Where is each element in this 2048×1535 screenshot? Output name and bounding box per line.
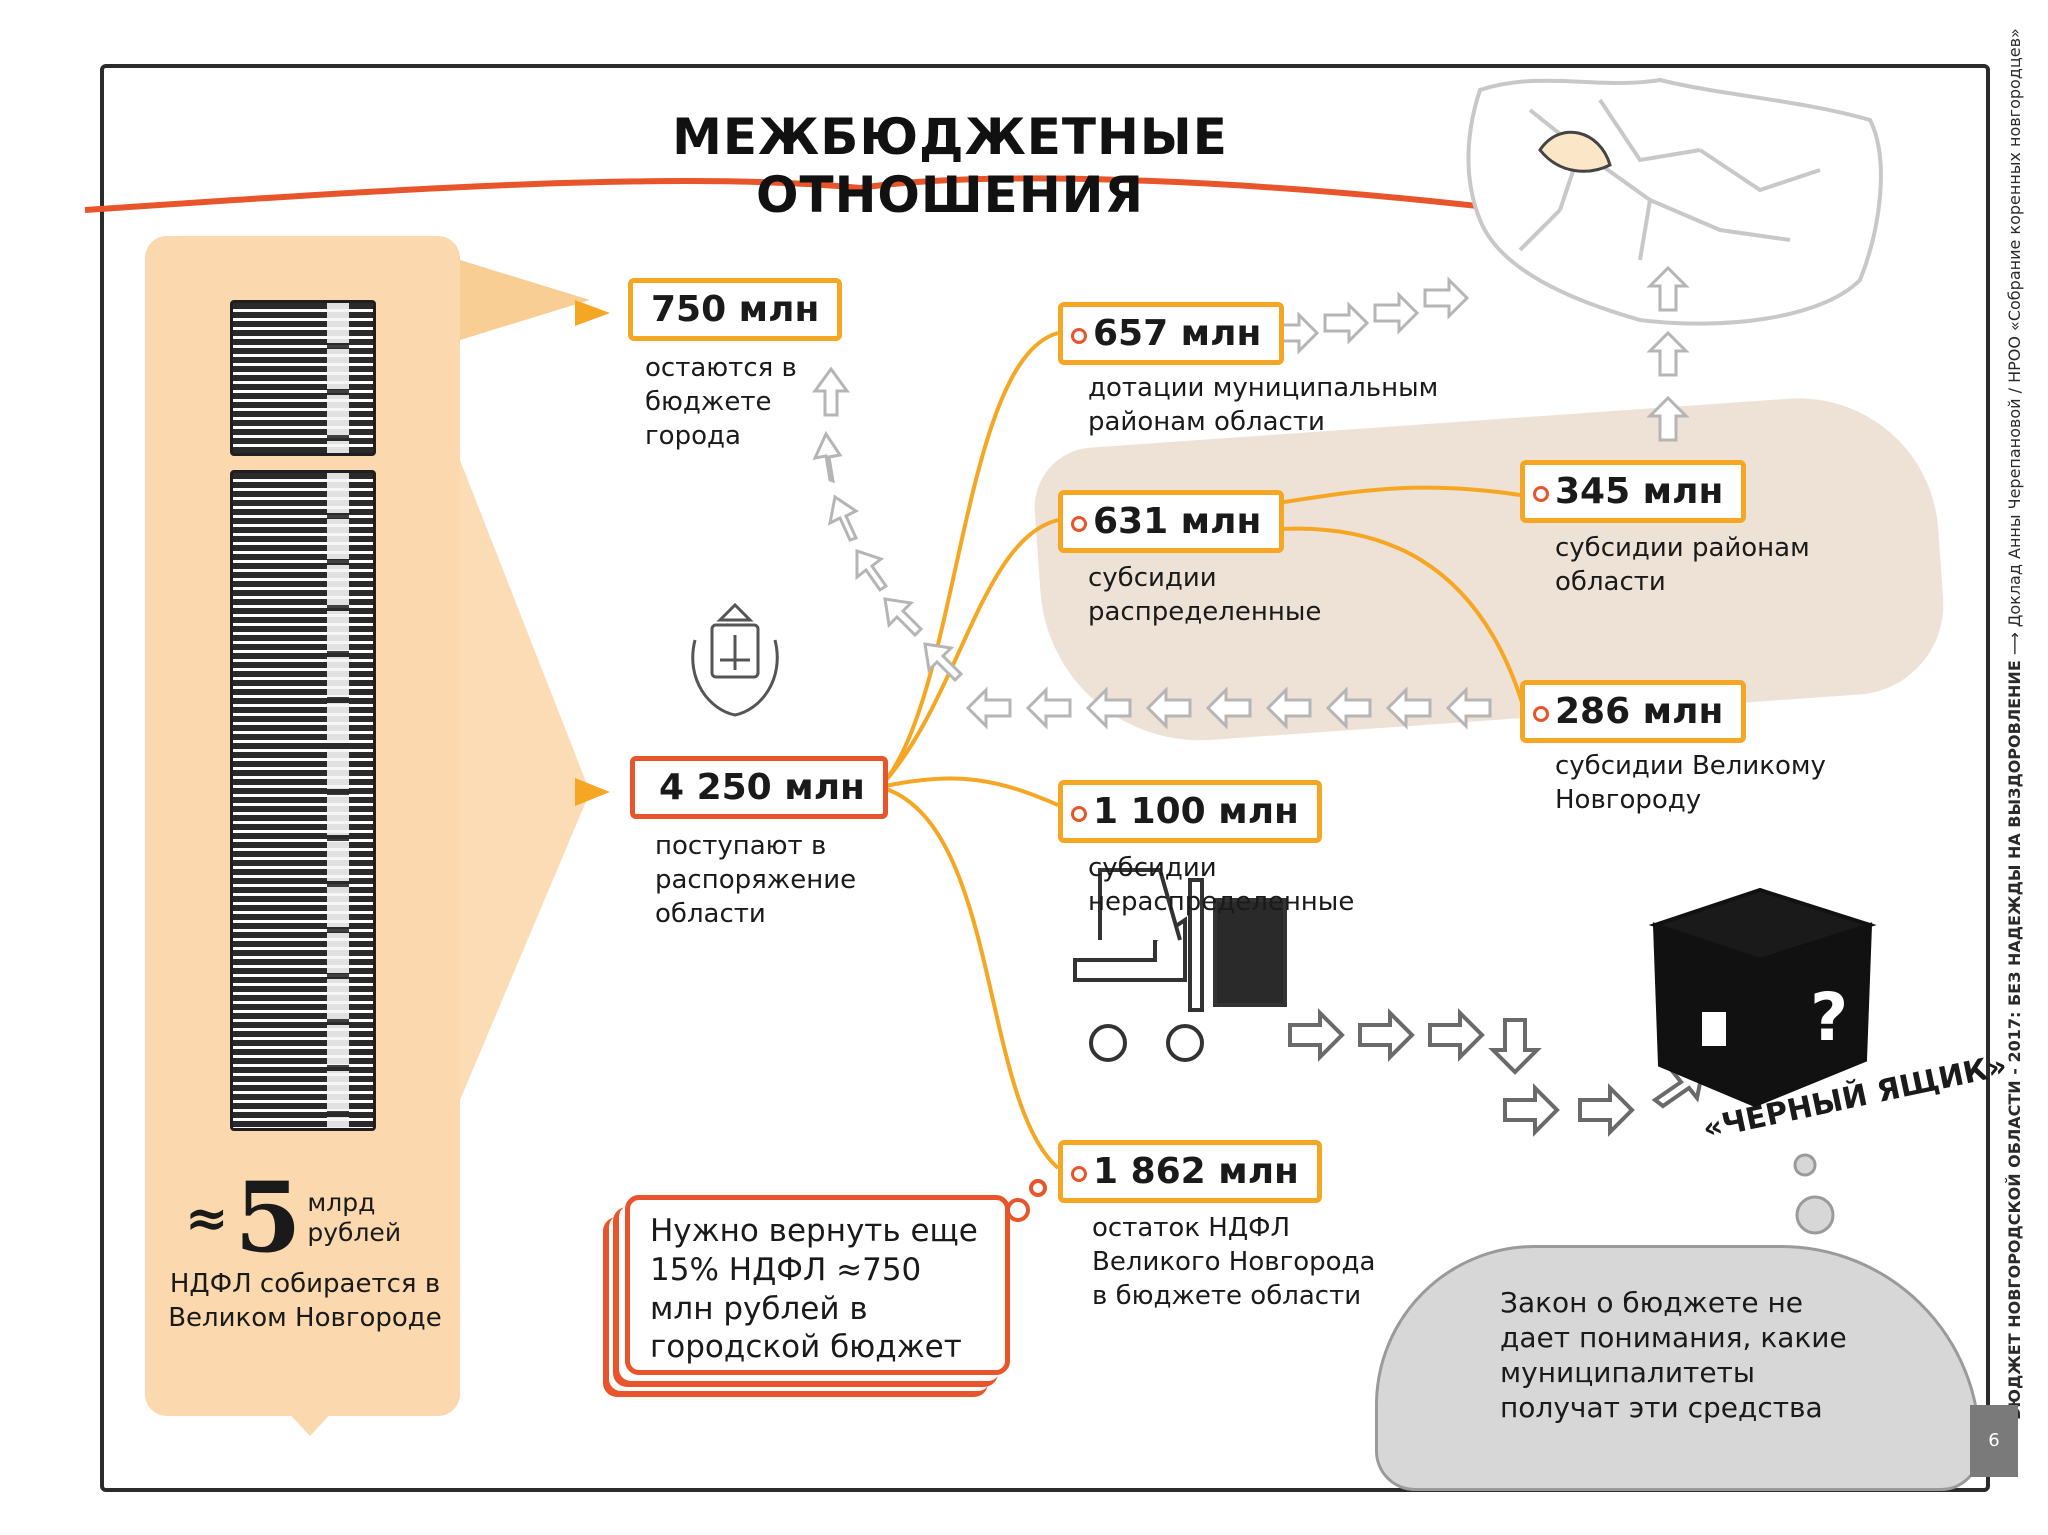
tag-city-amount: 750 млн [651,289,820,330]
tag-city-750: 750 млн [628,278,843,341]
tag-hole-icon [1071,515,1087,532]
tag-subs-undistributed-desc: субсидии нераспределенные [1088,853,1355,917]
tag-subs-novgorod-desc: субсидии Великому Новгороду [1555,751,1826,815]
tag-subs-distributed-amount: 631 млн [1093,501,1262,542]
ndfl-amount: 5 [234,1161,302,1274]
tag-subs-districts-desc: субсидии районам области [1555,533,1810,597]
tag-subs-undistributed-1100: 1 100 млн [1058,780,1322,843]
tag-subs-novgorod-amount: 286 млн [1555,691,1724,732]
budget-law-cloud [1375,1245,1981,1491]
tag-hole-icon [1533,485,1549,502]
tag-region-amount: 4 250 млн [659,767,865,808]
tag-hole-icon [1071,1165,1087,1182]
tag-region-4250: 4 250 млн [630,756,888,819]
report-sidebar: БЮДЖЕТ НОВГОРОДСКОЙ ОБЛАСТИ - 2017: БЕЗ … [2005,28,2024,1420]
panel-pointer [286,1410,334,1436]
tag-dotacii-desc: дотации муниципальным районам области [1088,373,1439,437]
money-stack-small-icon [230,300,376,456]
tag-dotacii-657: 657 млн [1058,302,1285,365]
page-number: 6 [1970,1405,2018,1477]
tag-hole-icon [1071,327,1087,344]
return-ndfl-callout: Нужно вернуть еще 15% НДФЛ ≈750 млн рубл… [625,1195,1010,1375]
tag-subs-novgorod-286: 286 млн [1520,680,1747,743]
tag-dotacii-amount: 657 млн [1093,313,1262,354]
tag-subs-districts-345: 345 млн [1520,460,1747,523]
budget-law-text: Закон о бюджете не дает понимания, какие… [1500,1286,1847,1424]
tag-subs-distributed-desc: субсидии распределенные [1088,563,1322,627]
question-mark-icon: ? [1810,979,1848,1056]
tag-ndfl-rest-1862: 1 862 млн [1058,1140,1322,1203]
tag-subs-undistributed-amount: 1 100 млн [1093,791,1299,832]
ndfl-unit-line1: млрд [307,1188,376,1217]
ndfl-total: ≈ 5 млрд рублей [185,1170,401,1266]
tag-city-desc: остаются в бюджете города [645,353,797,451]
page-frame [100,64,1990,1492]
ndfl-caption: НДФЛ собирается в Великом Новгороде [168,1269,442,1333]
ndfl-unit-line2: рублей [307,1218,402,1247]
report-title: БЮДЖЕТ НОВГОРОДСКОЙ ОБЛАСТИ - 2017: БЕЗ … [2005,660,2024,1420]
tag-subs-districts-amount: 345 млн [1555,471,1724,512]
tag-ndfl-rest-desc: остаток НДФЛ Великого Новгорода в бюджет… [1092,1213,1376,1311]
report-author: ⟶ Доклад Анны Черепановой / НРОО «Собран… [2005,28,2024,656]
tag-hole-icon [1071,805,1087,822]
tag-ndfl-rest-amount: 1 862 млн [1093,1151,1299,1192]
tag-subs-distributed-631: 631 млн [1058,490,1285,553]
ndfl-unit: млрд рублей [307,1188,401,1248]
title-underline [84,175,1496,213]
approx-symbol: ≈ [185,1187,229,1249]
tag-hole-icon [1533,705,1549,722]
coat-of-arms-icon [691,602,779,717]
page-title: МЕЖБЮДЖЕТНЫЕ ОТНОШЕНИЯ [672,108,1228,224]
tag-region-desc: поступают в распоряжение области [655,831,857,929]
money-stack-large-icon [230,470,376,1131]
